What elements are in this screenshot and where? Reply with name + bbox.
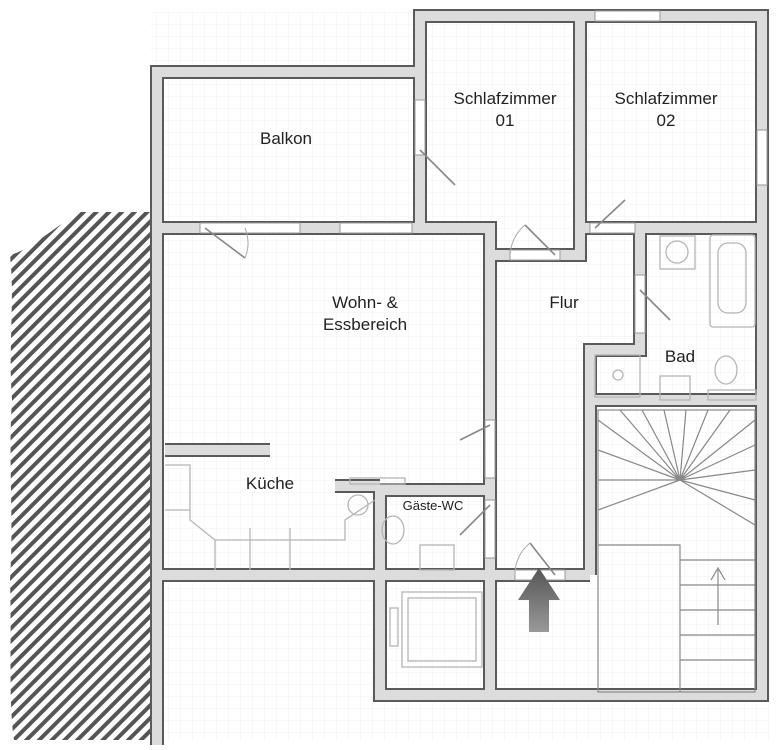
walls [150,9,769,745]
room-label-line: Schlafzimmer [453,89,557,108]
grid-background [150,10,770,740]
wc-toilet-icon [381,515,405,545]
staircase [597,409,756,693]
room-label-balkon: Balkon [260,129,312,148]
elevator-icon [401,591,483,668]
shower-icon [594,354,641,398]
room-label-gaeste-wc: Gäste-WC [402,498,464,513]
stair-direction-arrow-icon [710,566,726,625]
fixtures [165,234,757,668]
room-label-schlafzimmer-01: Schlafzimmer 01 [454,88,557,132]
room-label-line: Essbereich [322,315,408,334]
room-label-line: Wohn- & [332,293,398,312]
room-label-line: Schlafzimmer [614,89,718,108]
hatched-terrain [10,212,150,740]
toilet-icon [714,355,738,385]
bathtub-icon [709,234,756,328]
kitchen-counter [165,464,376,570]
room-label-line: 01 [495,111,515,130]
room-label-schlafzimmer-02: Schlafzimmer 02 [615,88,718,132]
stove-icon [347,494,369,516]
washing-machine-icon [659,235,696,270]
sink-icon [659,375,691,401]
entrance-arrow-icon [518,568,560,632]
room-label-kueche: Küche [245,474,295,493]
wc-sink-icon [419,544,455,571]
room-label-flur: Flur [549,293,579,312]
room-label-bad: Bad [664,347,696,366]
room-label-wohn-essbereich: Wohn- & Essbereich [323,292,407,336]
room-label-line: 02 [656,111,676,130]
doors [199,10,768,581]
